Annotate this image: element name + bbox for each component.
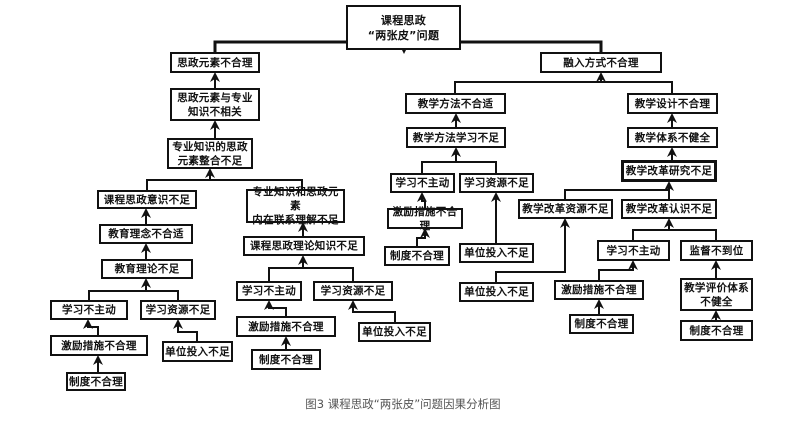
- node-teaching-method-unsuitable: 教学方法不合适: [405, 93, 506, 114]
- node-incentives-unreasonable: 激励措施不合理: [50, 335, 148, 356]
- node-learning-not-active: 学习不主动: [390, 173, 455, 193]
- node-system-unreasonable: 制度不合理: [384, 246, 450, 266]
- link-C8-C6: [598, 260, 638, 280]
- node-unit-investment-insufficient: 单位投入不足: [162, 341, 233, 362]
- node-element-integration-insufficient: 专业知识的思政 元素整合不足: [167, 138, 253, 169]
- node-teaching-design-unreasonable: 教学设计不合理: [627, 93, 718, 114]
- node-unit-investment-insufficient: 单位投入不足: [358, 322, 431, 342]
- link-B8-C4: [495, 218, 570, 282]
- link-A3d-A3b: [146, 290, 179, 300]
- node-ideological-elements-unreasonable: 思政元素不合理: [170, 52, 260, 73]
- node-incentives-unreasonable: 激励措施不合理: [387, 206, 463, 232]
- node-reform-resources-insufficient: 教学改革资源不足: [518, 199, 613, 219]
- node-learning-resources-insufficient: 学习资源不足: [140, 300, 216, 320]
- link-B4-B2: [456, 161, 497, 173]
- link-A3f-A3d: [173, 319, 198, 341]
- link-C6-C5: [632, 229, 669, 240]
- node-learning-not-active: 学习不主动: [50, 300, 128, 320]
- link-A4b-A4a: [268, 267, 303, 281]
- link-B1-B: [454, 81, 601, 93]
- node-learning-resources-insufficient: 学习资源不足: [459, 173, 534, 193]
- link-A3e-A3c: [83, 319, 99, 335]
- node-inner-link-understanding-insufficient: 专业知识和思政元素 内在联系理解不足: [246, 186, 345, 226]
- link-B6-B5: [416, 228, 430, 246]
- link-B3-B2: [421, 161, 456, 173]
- link-A4c-A4a: [303, 267, 354, 281]
- node-unit-investment-insufficient: 单位投入不足: [459, 282, 534, 302]
- figure-caption: 图3 课程思政“两张皮”问题因果分析图: [305, 397, 501, 411]
- node-incentives-unreasonable: 激励措施不合理: [554, 280, 644, 300]
- link-A3c-A3b: [88, 290, 146, 300]
- link-C7-C5: [669, 229, 717, 240]
- link-C1-B: [601, 81, 673, 93]
- node-supervision-inadequate: 监督不到位: [680, 240, 753, 261]
- node-reform-awareness-insufficient: 教学改革认识不足: [621, 199, 717, 219]
- node-reform-research-insufficient: 教学改革研究不足: [621, 160, 717, 182]
- node-learning-resources-insufficient: 学习资源不足: [313, 281, 393, 301]
- link-A4d-A4b: [264, 300, 287, 316]
- node-evaluation-system-incomplete: 教学评价体系 不健全: [680, 278, 753, 311]
- node-incentives-unreasonable: 激励措施不合理: [236, 316, 336, 337]
- node-root: 课程思政 “两张皮”问题: [346, 5, 461, 50]
- node-system-unreasonable: 制度不合理: [66, 372, 126, 391]
- node-education-theory-insufficient: 教育理论不足: [101, 259, 193, 279]
- node-education-concept-unsuitable: 教育理念不合适: [99, 224, 193, 244]
- link-C4-C3: [564, 189, 669, 199]
- node-teaching-method-learning-insufficient: 教学方法学习不足: [406, 127, 506, 148]
- link-A3-A2: [146, 179, 210, 190]
- node-elements-irrelevant-to-knowledge: 思政元素与专业 知识不相关: [170, 88, 260, 121]
- node-system-unreasonable: 制度不合理: [251, 349, 321, 370]
- link-A4-A2: [210, 179, 303, 189]
- node-system-unreasonable: 制度不合理: [680, 320, 753, 341]
- node-learning-not-active: 学习不主动: [597, 240, 670, 261]
- node-system-unreasonable: 制度不合理: [569, 314, 634, 334]
- node-integration-method-unreasonable: 融入方式不合理: [540, 52, 662, 73]
- node-unit-investment-insufficient: 单位投入不足: [459, 243, 534, 263]
- node-learning-not-active: 学习不主动: [236, 281, 302, 301]
- node-awareness-insufficient: 课程思政意识不足: [97, 190, 197, 209]
- link-B-root: [404, 40, 603, 52]
- link-A4e-A4c: [348, 300, 396, 322]
- node-theory-knowledge-insufficient: 课程思政理论知识不足: [243, 236, 365, 256]
- link-B5-B3: [417, 192, 427, 208]
- link-A-root: [213, 40, 404, 52]
- node-teaching-system-incomplete: 教学体系不健全: [627, 127, 718, 148]
